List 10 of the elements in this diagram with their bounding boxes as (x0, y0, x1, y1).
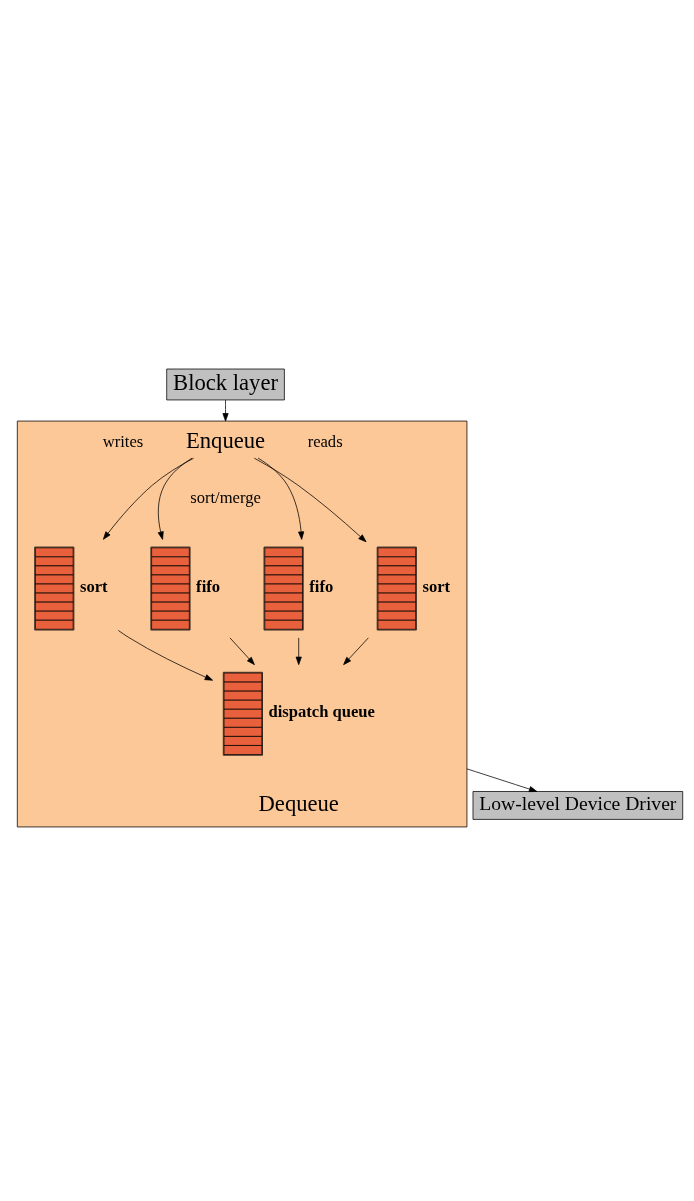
label: reads (307, 431, 343, 451)
label: writes (102, 431, 144, 451)
label: sort/merge (190, 487, 261, 507)
node-label: sort (422, 576, 451, 596)
node-label: sort (79, 576, 108, 596)
node-label: fifo (196, 576, 221, 596)
label: Dequeue (258, 790, 339, 816)
node-text: Enqueue (185, 427, 266, 453)
node-label: dispatch queue (268, 701, 375, 721)
node-label: fifo (309, 576, 334, 596)
